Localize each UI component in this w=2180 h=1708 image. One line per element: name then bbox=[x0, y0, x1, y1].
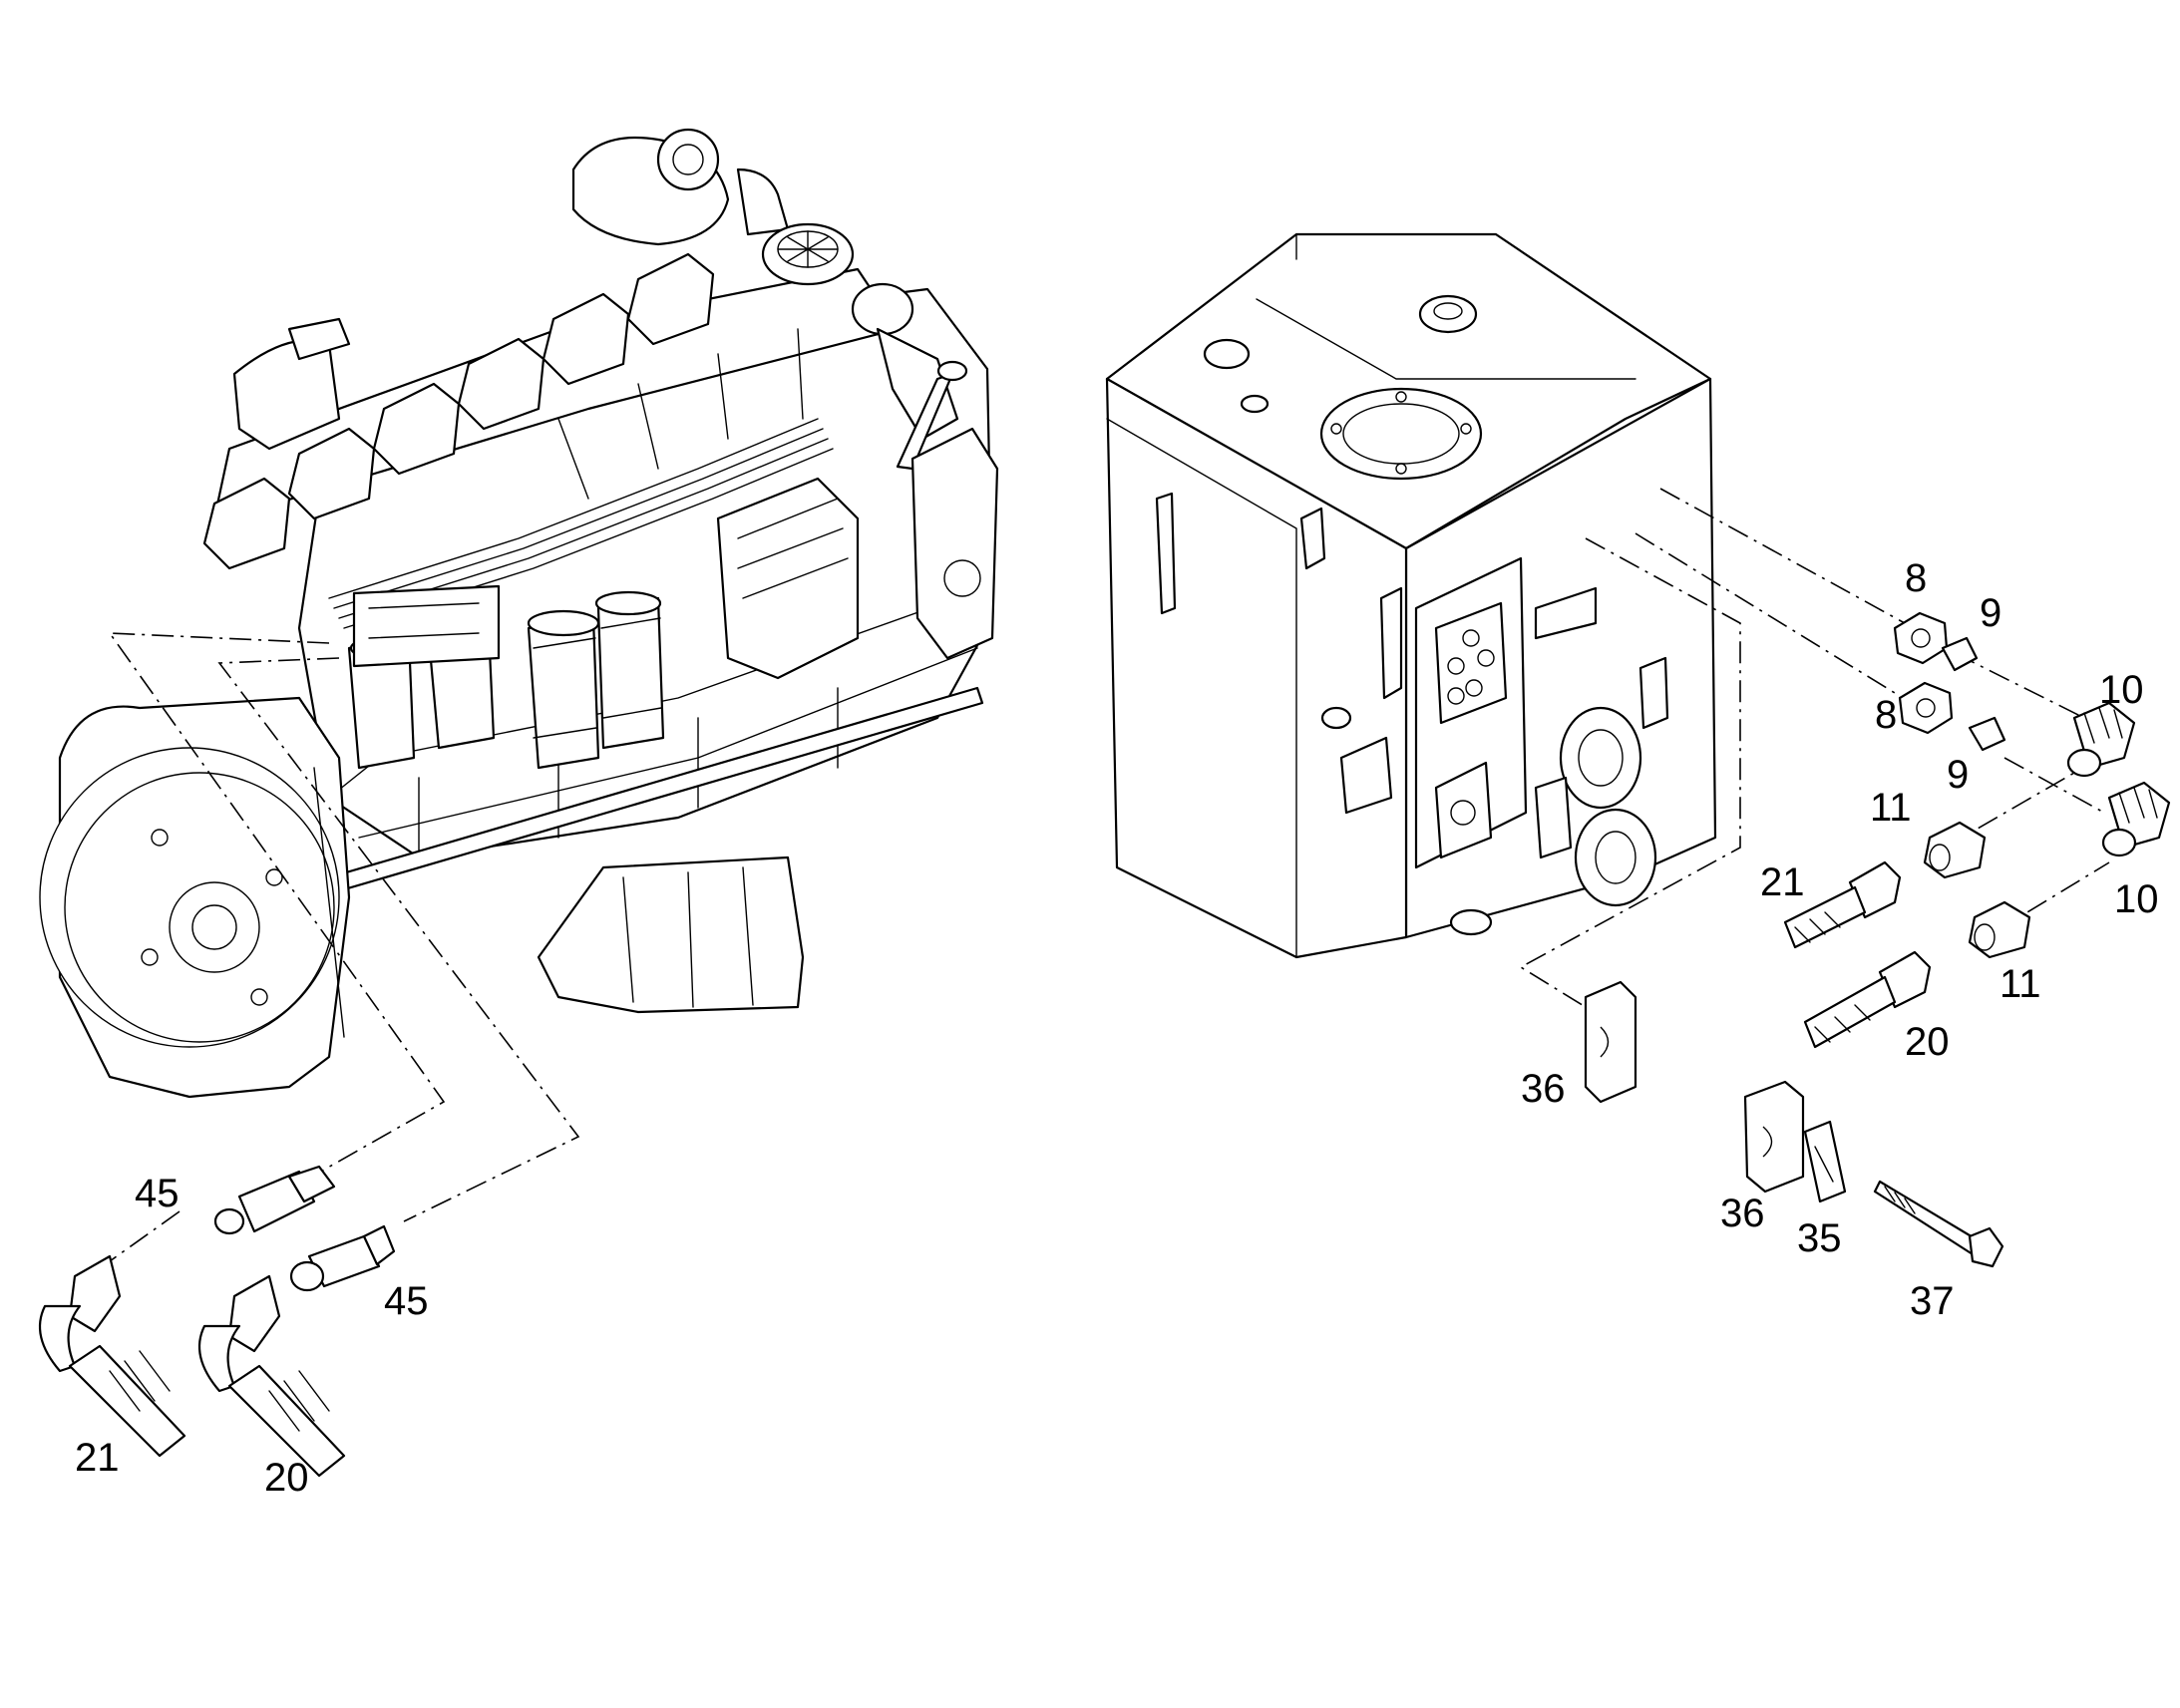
callout-9-lower: 9 bbox=[1947, 753, 1969, 797]
leader-lines bbox=[108, 488, 2110, 1262]
elbow-10-lower bbox=[2101, 781, 2171, 857]
nut-8-lower bbox=[1898, 681, 1954, 735]
callout-37: 37 bbox=[1910, 1279, 1955, 1323]
plug-11-lower bbox=[1968, 900, 2031, 959]
callout-10-lower: 10 bbox=[2114, 877, 2159, 921]
callout-11-upper: 11 bbox=[1870, 786, 1912, 830]
callout-36-lower: 36 bbox=[1720, 1192, 1765, 1235]
callout-36-upper: 36 bbox=[1521, 1067, 1566, 1111]
seal-9-lower bbox=[1968, 716, 2006, 752]
callout-8-upper: 8 bbox=[1905, 556, 1927, 600]
engine-assembly bbox=[39, 128, 999, 1099]
hose-end-21-right bbox=[1783, 860, 1902, 949]
bolt-37 bbox=[1873, 1180, 2004, 1268]
callout-20-right: 20 bbox=[1905, 1020, 1950, 1064]
callout-10-upper: 10 bbox=[2099, 668, 2144, 712]
hydraulic-tank bbox=[1105, 232, 1717, 959]
hose-end-21-left bbox=[38, 1254, 186, 1458]
callout-45-lower: 45 bbox=[384, 1279, 429, 1323]
callout-labels: 45 45 21 20 8 8 9 9 10 10 11 11 21 20 36… bbox=[75, 556, 2159, 1500]
callout-21-right: 21 bbox=[1760, 860, 1805, 904]
callout-21-left: 21 bbox=[75, 1436, 120, 1480]
seal-9-upper bbox=[1941, 636, 1979, 672]
callout-35: 35 bbox=[1797, 1216, 1842, 1260]
parts bbox=[38, 611, 2171, 1478]
clamp-half-36-lower bbox=[1743, 1080, 1805, 1194]
callout-45-upper: 45 bbox=[135, 1172, 180, 1215]
elbow-10-upper bbox=[2066, 701, 2136, 778]
callout-8-lower: 8 bbox=[1875, 693, 1897, 737]
clamp-half-36-upper bbox=[1584, 980, 1637, 1104]
adapter-45-lower bbox=[289, 1224, 396, 1292]
hose-end-20-right bbox=[1803, 950, 1932, 1049]
hose-end-20-left bbox=[197, 1274, 346, 1478]
adapter-45-upper bbox=[213, 1165, 336, 1235]
nut-8-upper bbox=[1893, 611, 1949, 665]
callout-11-lower: 11 bbox=[1999, 962, 2041, 1006]
callout-9-upper: 9 bbox=[1980, 591, 2001, 635]
cover-plate-35 bbox=[1803, 1120, 1847, 1203]
plug-11-upper bbox=[1923, 821, 1987, 879]
callout-20-left: 20 bbox=[264, 1456, 309, 1500]
